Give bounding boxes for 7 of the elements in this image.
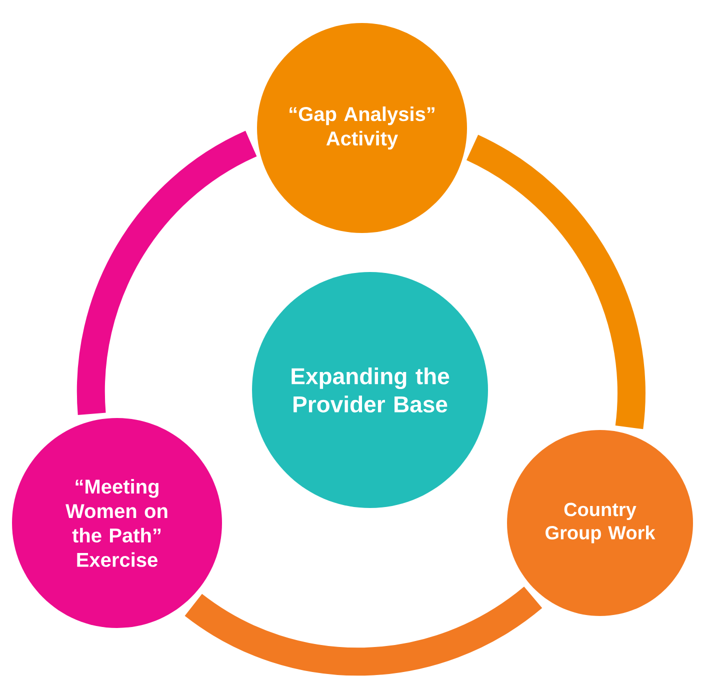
arc-connector — [76, 131, 258, 414]
circle-node: Country Group Work — [507, 430, 693, 616]
circle-node: “Meeting Women on the Path” Exercise — [12, 418, 222, 628]
arc-connector — [466, 135, 646, 428]
circle-node: Expanding the Provider Base — [252, 272, 488, 508]
circle-node: “Gap Analysis” Activity — [257, 23, 467, 233]
arc-connector — [185, 586, 542, 676]
